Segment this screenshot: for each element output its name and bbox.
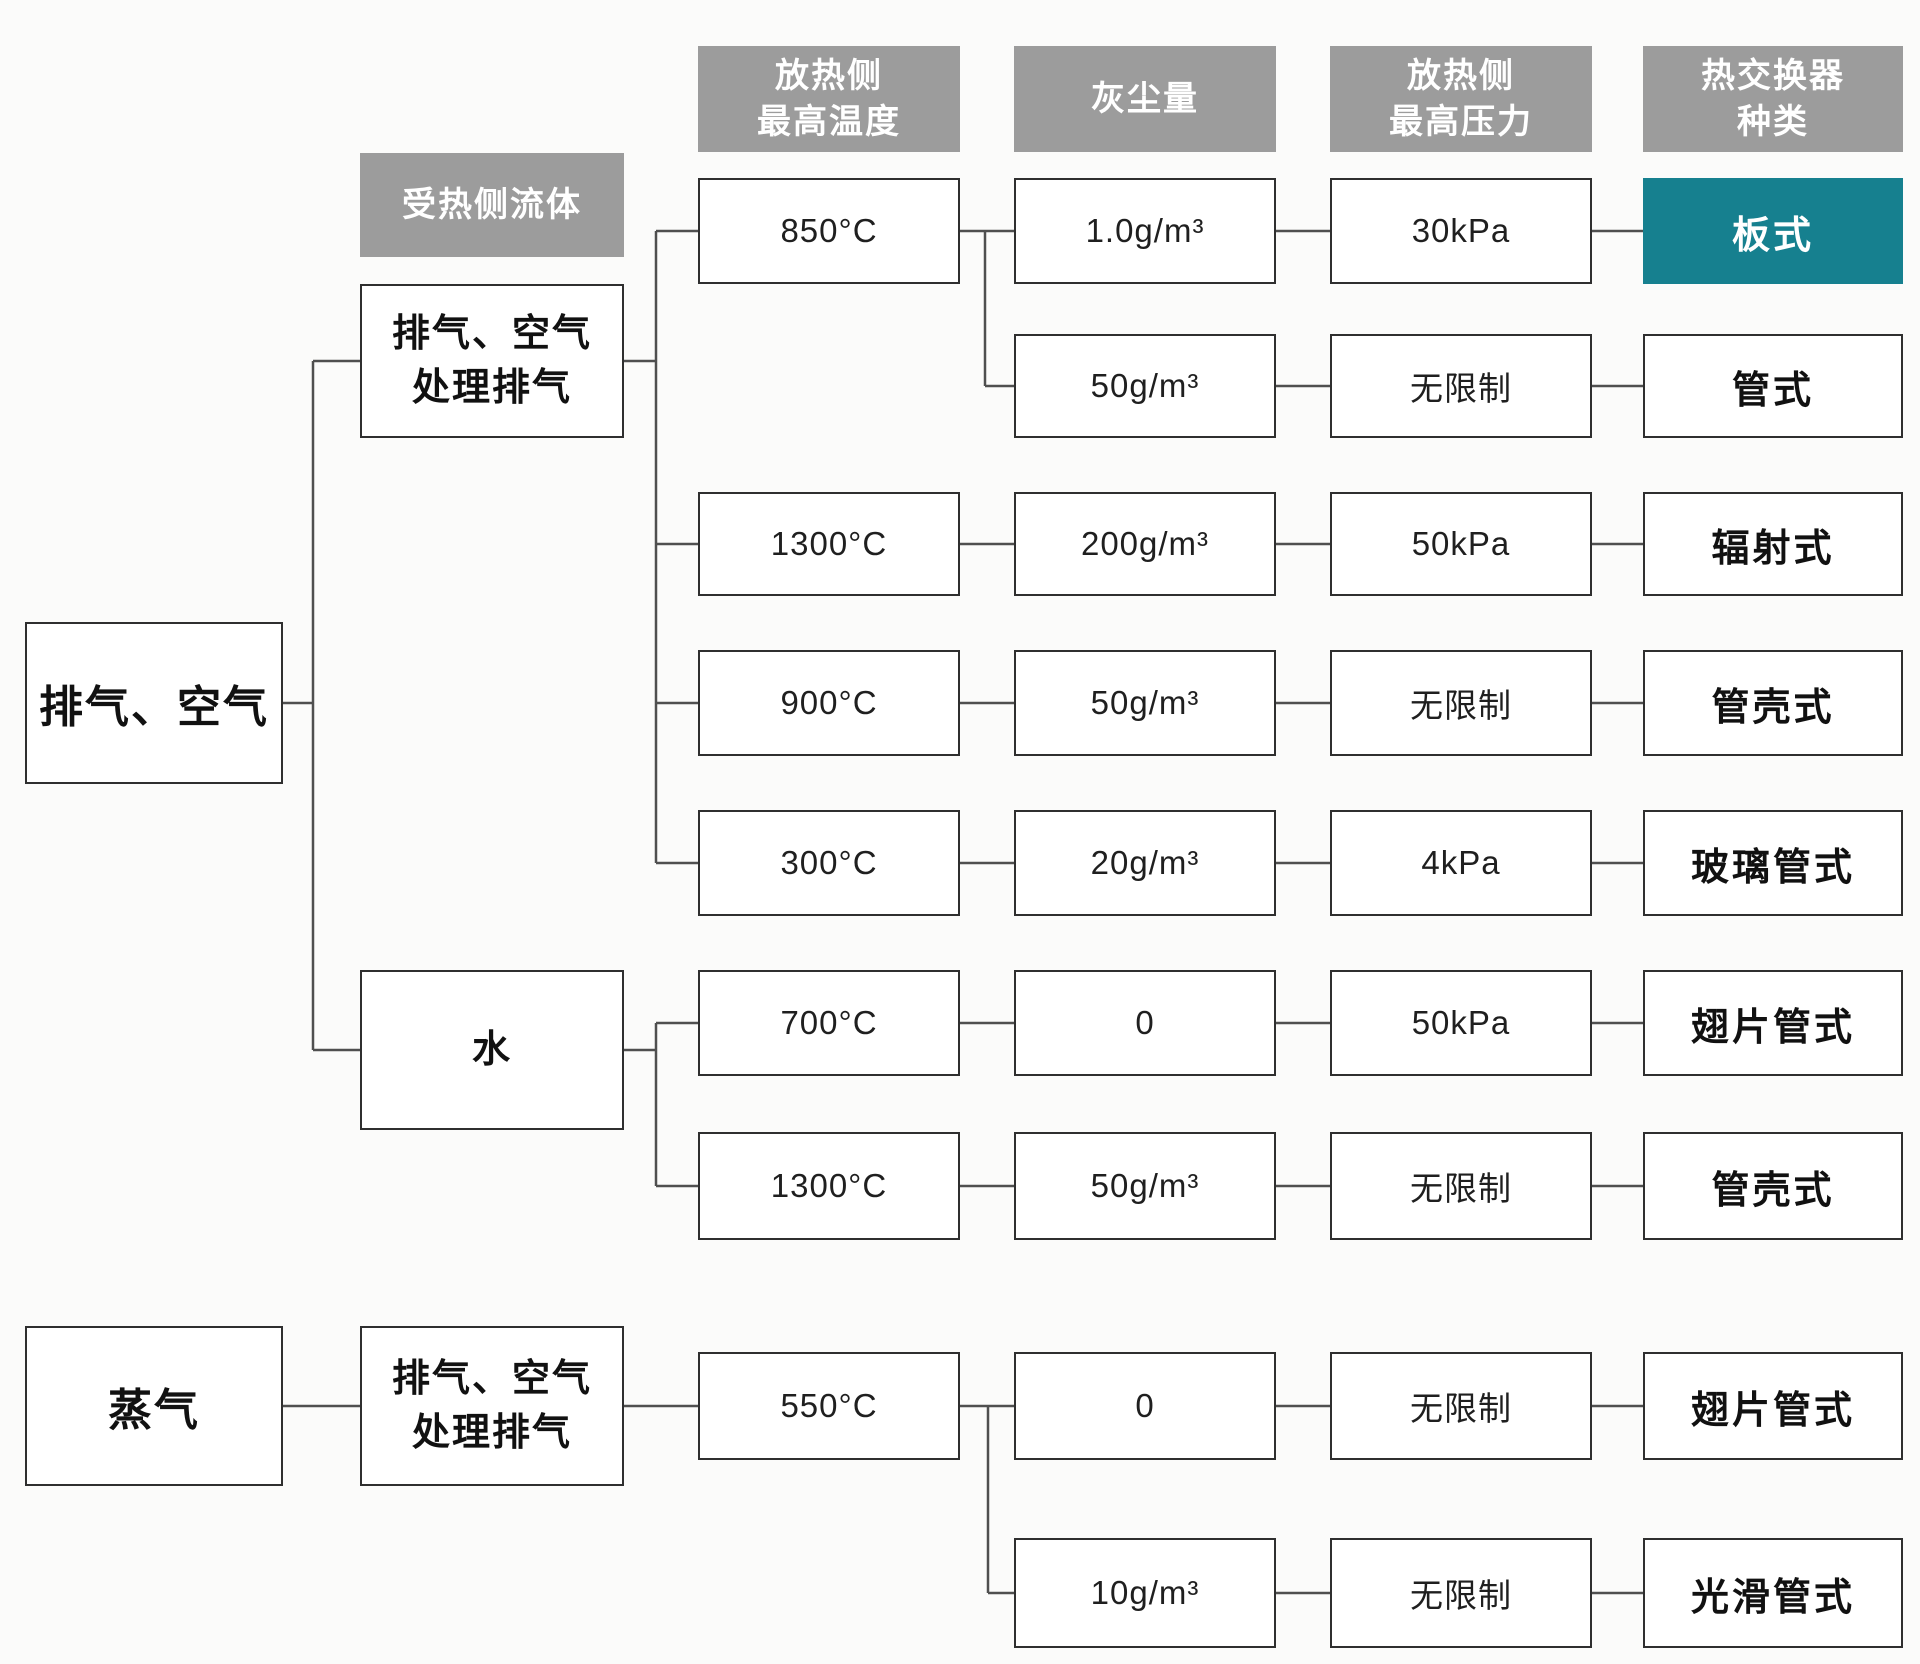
value: 550°C <box>780 1387 878 1424</box>
row9-type-smooth-tube: 光滑管式 <box>1643 1538 1903 1648</box>
row6-temp: 700°C <box>698 970 960 1076</box>
type-label: 板式 <box>1731 214 1814 257</box>
type-label: 辐射式 <box>1711 527 1835 570</box>
header-line: 热交换器 <box>1701 57 1845 95</box>
row4-type-shell-tube: 管壳式 <box>1643 650 1903 756</box>
value: 1300°C <box>770 1167 888 1204</box>
row1-dust: 1.0g/m³ <box>1014 178 1276 284</box>
value: 无限制 <box>1410 1390 1512 1427</box>
value: 无限制 <box>1410 1170 1512 1207</box>
row3-temp: 1300°C <box>698 492 960 596</box>
row6-dust: 0 <box>1014 970 1276 1076</box>
fluid-line: 排气、空气 <box>391 313 592 355</box>
row3-dust: 200g/m³ <box>1014 492 1276 596</box>
value: 0 <box>1135 1004 1155 1041</box>
root-label: 排气、空气 <box>39 683 269 732</box>
header-line: 种类 <box>1737 103 1809 141</box>
row7-temp: 1300°C <box>698 1132 960 1240</box>
header-line: 最高压力 <box>1389 103 1533 141</box>
type-label: 管壳式 <box>1711 686 1835 729</box>
row4-dust: 50g/m³ <box>1014 650 1276 756</box>
fluid-exhaust-air-treated-2: 排气、空气 处理排气 <box>360 1326 624 1486</box>
type-label: 翅片管式 <box>1690 1389 1855 1432</box>
header-exchanger-type: 热交换器 种类 <box>1643 46 1903 152</box>
row2-type-tube: 管式 <box>1643 334 1903 438</box>
value: 700°C <box>780 1004 878 1041</box>
value: 50g/m³ <box>1090 367 1200 404</box>
root-label: 蒸气 <box>108 1386 200 1435</box>
row7-dust: 50g/m³ <box>1014 1132 1276 1240</box>
fluid-exhaust-air-treated: 排气、空气 处理排气 <box>360 284 624 438</box>
row3-type-radiant: 辐射式 <box>1643 492 1903 596</box>
fluid-line: 处理排气 <box>411 1412 572 1454</box>
value: 50g/m³ <box>1090 1167 1200 1204</box>
value: 850°C <box>780 212 878 249</box>
row5-type-glass-tube: 玻璃管式 <box>1643 810 1903 916</box>
root-exhaust-air: 排气、空气 <box>25 622 283 784</box>
row1-type-plate: 板式 <box>1643 178 1903 284</box>
fluid-line: 排气、空气 <box>391 1358 592 1400</box>
row3-pressure: 50kPa <box>1330 492 1592 596</box>
row9-pressure: 无限制 <box>1330 1538 1592 1648</box>
row9-dust: 10g/m³ <box>1014 1538 1276 1648</box>
value: 无限制 <box>1410 687 1512 724</box>
row2-pressure: 无限制 <box>1330 334 1592 438</box>
type-label: 玻璃管式 <box>1690 846 1855 889</box>
type-label: 管壳式 <box>1711 1169 1835 1212</box>
row8-pressure: 无限制 <box>1330 1352 1592 1460</box>
row8-temp: 550°C <box>698 1352 960 1460</box>
fluid-line: 处理排气 <box>411 367 572 409</box>
header-line: 放热侧 <box>775 57 883 95</box>
value: 50kPa <box>1411 1004 1511 1041</box>
header-max-temp: 放热侧 最高温度 <box>698 46 960 152</box>
value: 无限制 <box>1410 1577 1512 1614</box>
value: 20g/m³ <box>1090 844 1200 881</box>
value: 无限制 <box>1410 370 1512 407</box>
row7-pressure: 无限制 <box>1330 1132 1592 1240</box>
root-steam: 蒸气 <box>25 1326 283 1486</box>
type-label: 翅片管式 <box>1690 1006 1855 1049</box>
row7-type-shell-tube: 管壳式 <box>1643 1132 1903 1240</box>
row6-type-finned-tube: 翅片管式 <box>1643 970 1903 1076</box>
row2-dust: 50g/m³ <box>1014 334 1276 438</box>
header-line: 最高温度 <box>757 103 901 141</box>
type-label: 管式 <box>1731 369 1814 412</box>
value: 900°C <box>780 684 878 721</box>
header-line: 放热侧 <box>1407 57 1515 95</box>
row4-pressure: 无限制 <box>1330 650 1592 756</box>
value: 10g/m³ <box>1090 1574 1200 1611</box>
row8-dust: 0 <box>1014 1352 1276 1460</box>
row1-temp: 850°C <box>698 178 960 284</box>
header-line: 灰尘量 <box>1091 80 1199 118</box>
row5-dust: 20g/m³ <box>1014 810 1276 916</box>
row1-pressure: 30kPa <box>1330 178 1592 284</box>
value: 50g/m³ <box>1090 684 1200 721</box>
row4-temp: 900°C <box>698 650 960 756</box>
value: 4kPa <box>1421 844 1501 881</box>
row8-type-finned-tube: 翅片管式 <box>1643 1352 1903 1460</box>
value: 1300°C <box>770 525 888 562</box>
row5-temp: 300°C <box>698 810 960 916</box>
header-dust-amount: 灰尘量 <box>1014 46 1276 152</box>
value: 30kPa <box>1411 212 1511 249</box>
fluid-line: 水 <box>471 1029 512 1071</box>
row6-pressure: 50kPa <box>1330 970 1592 1076</box>
type-label: 光滑管式 <box>1690 1576 1855 1619</box>
value: 200g/m³ <box>1080 525 1210 562</box>
value: 50kPa <box>1411 525 1511 562</box>
header-max-pressure: 放热侧 最高压力 <box>1330 46 1592 152</box>
value: 0 <box>1135 1387 1155 1424</box>
value: 300°C <box>780 844 878 881</box>
header-heated-side-fluid: 受热侧流体 <box>360 153 624 257</box>
row5-pressure: 4kPa <box>1330 810 1592 916</box>
value: 1.0g/m³ <box>1085 212 1205 249</box>
fluid-water: 水 <box>360 970 624 1130</box>
header-line: 受热侧流体 <box>402 186 582 224</box>
